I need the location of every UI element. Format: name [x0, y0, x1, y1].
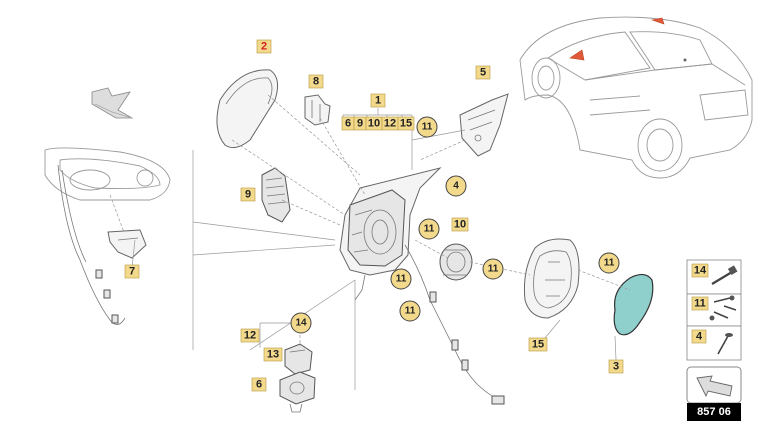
label-2: 2 — [256, 39, 272, 54]
svg-text:12: 12 — [384, 118, 396, 130]
mirror-location-marker — [569, 49, 585, 61]
mirror-location-marker-2 — [650, 17, 665, 25]
part-bracket-7 — [107, 229, 147, 259]
part-turn-signal-9 — [261, 167, 291, 223]
svg-text:11: 11 — [396, 274, 407, 285]
svg-text:11: 11 — [488, 264, 499, 275]
callout-14: 14 — [290, 312, 312, 334]
svg-text:11: 11 — [604, 258, 615, 269]
svg-text:5: 5 — [480, 67, 486, 79]
label-7: 7 — [124, 264, 140, 279]
legend-label-14: 14 — [691, 263, 709, 278]
label-15: 15 — [528, 337, 548, 352]
part-mirror-cap-2 — [216, 69, 279, 149]
label-10-top: 10 — [365, 116, 383, 131]
direction-arrow-icon — [91, 87, 134, 119]
callout-11-mid: 11 — [418, 218, 440, 240]
svg-text:3: 3 — [613, 361, 619, 373]
svg-text:14: 14 — [694, 265, 707, 277]
svg-text:11: 11 — [424, 224, 435, 235]
label-9-top: 9 — [353, 116, 367, 131]
label-9: 9 — [240, 187, 256, 202]
svg-text:12: 12 — [244, 330, 256, 342]
screw-set-icon — [709, 295, 737, 321]
label-6: 6 — [251, 377, 267, 392]
svg-text:11: 11 — [694, 298, 706, 310]
callout-11-top: 11 — [416, 116, 438, 138]
label-5: 5 — [475, 65, 491, 80]
part-clip-8 — [304, 94, 331, 126]
fastener-legend: 14 11 4 — [686, 259, 742, 361]
svg-text:7: 7 — [129, 266, 135, 278]
svg-text:4: 4 — [453, 181, 459, 192]
diagram-number-badge: 857 06 — [687, 403, 741, 421]
svg-text:6: 6 — [256, 379, 262, 391]
part-mirror-glass-3 — [613, 273, 654, 336]
label-12: 12 — [240, 328, 260, 343]
svg-text:9: 9 — [245, 189, 251, 201]
svg-text:10: 10 — [454, 219, 466, 231]
callout-11-left: 11 — [390, 268, 412, 290]
legend-label-11: 11 — [691, 296, 709, 311]
diagram-nav-button[interactable] — [686, 366, 742, 404]
svg-text:9: 9 — [357, 118, 363, 130]
mirror-assembly-1 — [339, 167, 442, 301]
screw-icon — [717, 333, 733, 355]
svg-text:15: 15 — [532, 339, 544, 351]
label-8: 8 — [308, 74, 324, 89]
svg-text:15: 15 — [400, 118, 412, 130]
svg-text:4: 4 — [696, 331, 703, 343]
callout-11-lower: 11 — [399, 300, 421, 322]
label-1: 1 — [370, 93, 386, 108]
svg-text:10: 10 — [368, 118, 380, 130]
svg-text:13: 13 — [267, 349, 279, 361]
svg-text:8: 8 — [313, 76, 319, 88]
label-6-top: 6 — [341, 116, 355, 131]
arrow-left-icon — [696, 375, 733, 398]
label-12-top: 12 — [381, 116, 399, 131]
door-shell-illustration — [44, 147, 171, 325]
svg-text:11: 11 — [405, 306, 416, 317]
callout-11-right: 11 — [598, 252, 620, 274]
vehicle-outline — [519, 16, 753, 179]
label-15-top: 15 — [397, 116, 415, 131]
label-13: 13 — [263, 347, 283, 362]
svg-text:1: 1 — [375, 95, 381, 107]
callout-4: 4 — [445, 175, 467, 197]
part-carrier-15 — [524, 238, 580, 319]
svg-text:2: 2 — [261, 41, 267, 53]
svg-text:857 06: 857 06 — [697, 406, 731, 418]
part-unit-6 — [279, 371, 316, 413]
part-unit-13 — [284, 343, 313, 375]
part-housing-5 — [459, 93, 509, 157]
callout-11-motor: 11 — [482, 258, 504, 280]
svg-text:6: 6 — [345, 118, 351, 130]
svg-text:14: 14 — [295, 318, 307, 329]
svg-text:11: 11 — [422, 122, 433, 133]
part-motor-10 — [439, 243, 473, 281]
label-10: 10 — [451, 217, 469, 232]
legend-label-4: 4 — [691, 329, 707, 344]
bolt-icon — [711, 265, 738, 285]
label-3: 3 — [608, 359, 624, 374]
